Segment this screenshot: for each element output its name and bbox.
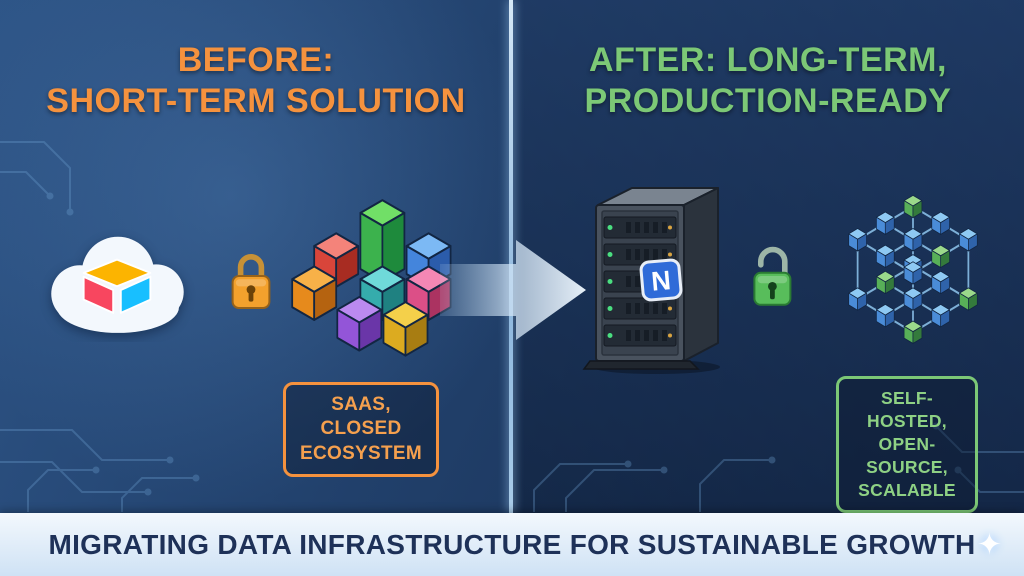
footer-banner: MIGRATING DATA INFRASTRUCTURE FOR SUSTAI… <box>0 513 1024 576</box>
after-badge-line2: OPEN-SOURCE, <box>866 434 948 478</box>
server-drive-bays <box>603 216 677 347</box>
panel-divider <box>509 0 513 513</box>
server-rack-icon: N <box>582 187 720 374</box>
server-logo-letter: N <box>650 265 672 297</box>
after-title-line1: AFTER: LONG-TERM, <box>589 41 947 79</box>
migration-arrow-icon <box>440 240 586 340</box>
after-title-line2: PRODUCTION-READY <box>584 82 952 121</box>
footer-text: MIGRATING DATA INFRASTRUCTURE FOR SUSTAI… <box>48 528 976 560</box>
before-badge: SAAS, CLOSED ECOSYSTEM <box>283 382 439 477</box>
unlocked-padlock-icon <box>753 246 792 306</box>
before-badge-line2: ECOSYSTEM <box>300 442 422 464</box>
after-badge-line1: SELF-HOSTED, <box>867 388 947 432</box>
before-badge-line1: SAAS, CLOSED <box>320 394 402 440</box>
server-logo-badge: N <box>639 258 683 302</box>
airtable-logo-icon <box>82 258 152 314</box>
before-title-line1: BEFORE: <box>177 41 335 79</box>
after-title: AFTER: LONG-TERM, PRODUCTION-READY <box>512 40 1024 123</box>
sparkle-icon: ✦ <box>976 528 1002 561</box>
before-title: BEFORE: SHORT-TERM SOLUTION <box>0 40 512 123</box>
network-cubes-icon <box>848 194 978 344</box>
after-badge-line3: SCALABLE <box>858 480 956 501</box>
cloud-saas-icon <box>51 236 184 333</box>
cube-stack-icon <box>291 199 452 357</box>
locked-padlock-icon <box>231 254 271 309</box>
before-title-line2: SHORT-TERM SOLUTION <box>46 82 466 121</box>
after-badge: SELF-HOSTED, OPEN-SOURCE, SCALABLE <box>836 376 978 514</box>
